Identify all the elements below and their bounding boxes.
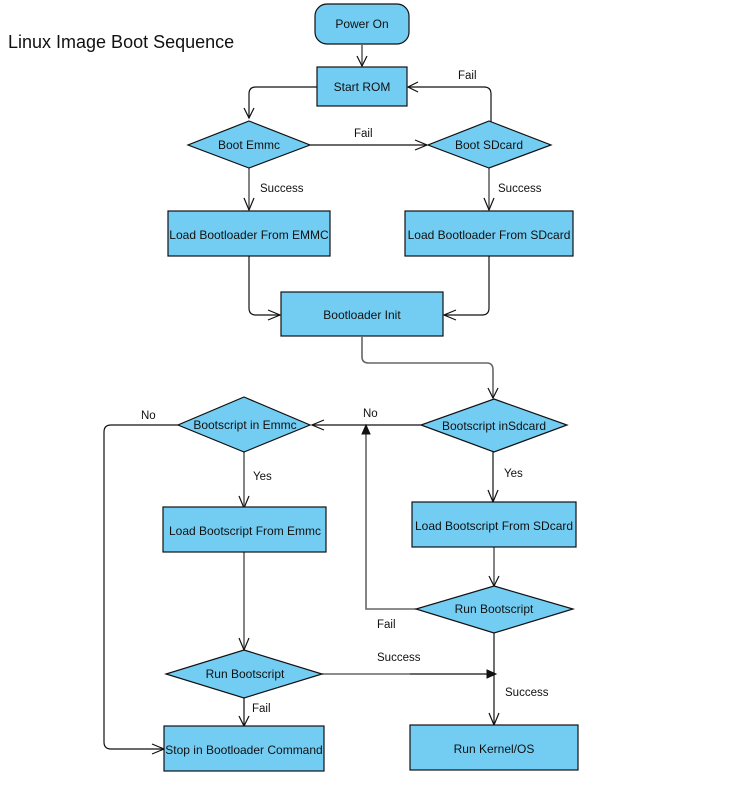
edge-label-no: No	[141, 410, 156, 422]
edge-label-success: Success	[377, 652, 421, 664]
arrow-head	[356, 55, 368, 68]
process-shape	[316, 66, 408, 107]
edge-init-to-bssd	[361, 337, 494, 398]
decision-shape	[163, 649, 325, 699]
node-bootscript-in-sdcard[interactable]: Bootscript inSdcard	[419, 398, 569, 453]
decision-shape	[426, 120, 553, 169]
process-shape	[163, 725, 325, 772]
diagram-title: Linux Image Boot Sequence	[8, 32, 235, 52]
edge-label-fail: Fail	[458, 70, 477, 82]
arrow-head	[267, 309, 282, 321]
node-label: Boot Emmc	[218, 138, 280, 152]
arrow-head	[483, 197, 495, 212]
node-bootloader-init[interactable]: Bootloader Init	[280, 291, 444, 337]
arrow-head	[243, 197, 255, 212]
arrow-head	[361, 423, 371, 435]
edge-label-yes: Yes	[253, 471, 272, 483]
process-shape	[162, 506, 327, 553]
arrow-head	[406, 81, 419, 93]
process-shape	[404, 210, 574, 257]
edge-label-success: Success	[505, 687, 549, 699]
arrow-head	[487, 387, 499, 400]
edge-sdcard-fail-to-rom	[408, 86, 492, 122]
node-run-bootscript-emmc[interactable]: Run Bootscript	[163, 649, 325, 699]
decision-shape	[176, 396, 312, 453]
process-shape	[409, 724, 579, 771]
node-label: Load Bootloader From SDcard	[408, 228, 571, 242]
edge-label-fail: Fail	[354, 128, 373, 140]
process-shape	[280, 291, 444, 337]
node-label: Bootscript inSdcard	[442, 419, 546, 433]
edge-label-success: Success	[260, 183, 304, 195]
arrow-head	[442, 309, 457, 321]
node-label: Load Bootscript From Emmc	[169, 524, 321, 538]
terminator-shape	[314, 3, 410, 45]
edge-label-no: No	[363, 408, 378, 420]
edge-label-success: Success	[498, 183, 542, 195]
node-power-on[interactable]: Power On	[314, 3, 410, 45]
node-label: Power On	[335, 17, 388, 31]
arrow-head	[243, 107, 255, 120]
edge-label-fail: Fail	[377, 619, 396, 631]
arrow-head	[486, 669, 498, 679]
node-boot-emmc[interactable]: Boot Emmc	[186, 120, 312, 169]
edge-blemmc-to-init	[248, 256, 280, 316]
node-label: Run Bootscript	[206, 667, 285, 681]
node-load-bootscript-sdcard[interactable]: Load Bootscript From SDcard	[411, 501, 577, 548]
node-label: Run Kernel/OS	[454, 742, 535, 756]
edge-runsd-fail	[365, 432, 416, 610]
decision-shape	[186, 120, 312, 169]
node-run-bootscript-sdcard[interactable]: Run Bootscript	[413, 585, 576, 634]
node-load-bootloader-emmc[interactable]: Load Bootloader From EMMC	[167, 210, 331, 257]
node-load-bootloader-sdcard[interactable]: Load Bootloader From SDcard	[404, 210, 574, 257]
edge-bsemmc-no-to-stop	[103, 424, 179, 750]
node-label: Start ROM	[334, 80, 391, 94]
process-shape	[411, 501, 577, 548]
node-label: Run Bootscript	[455, 602, 534, 616]
node-label: Bootscript in Emmc	[193, 418, 296, 432]
edge-blsd-to-init	[444, 256, 490, 316]
node-label: Boot SDcard	[455, 138, 523, 152]
decision-shape	[419, 398, 569, 453]
node-label: Bootloader Init	[323, 308, 401, 322]
edge-rom-to-emmc	[248, 86, 317, 118]
decision-shape	[413, 585, 576, 634]
node-stop-in-bootloader-command[interactable]: Stop in Bootloader Command	[163, 725, 325, 772]
node-boot-sdcard[interactable]: Boot SDcard	[426, 120, 553, 169]
node-run-kernel-os[interactable]: Run Kernel/OS	[409, 724, 579, 771]
edge-label-yes: Yes	[504, 468, 523, 480]
node-start-rom[interactable]: Start ROM	[316, 66, 408, 107]
node-bootscript-in-emmc[interactable]: Bootscript in Emmc	[176, 396, 312, 453]
node-load-bootscript-emmc[interactable]: Load Bootscript From Emmc	[162, 506, 327, 553]
edge-label-fail: Fail	[252, 703, 271, 715]
arrow-head	[310, 419, 325, 431]
node-label: Load Bootloader From EMMC	[169, 228, 329, 242]
node-label: Stop in Bootloader Command	[165, 743, 322, 757]
node-label: Load Bootscript From SDcard	[415, 519, 573, 533]
process-shape	[167, 210, 331, 257]
